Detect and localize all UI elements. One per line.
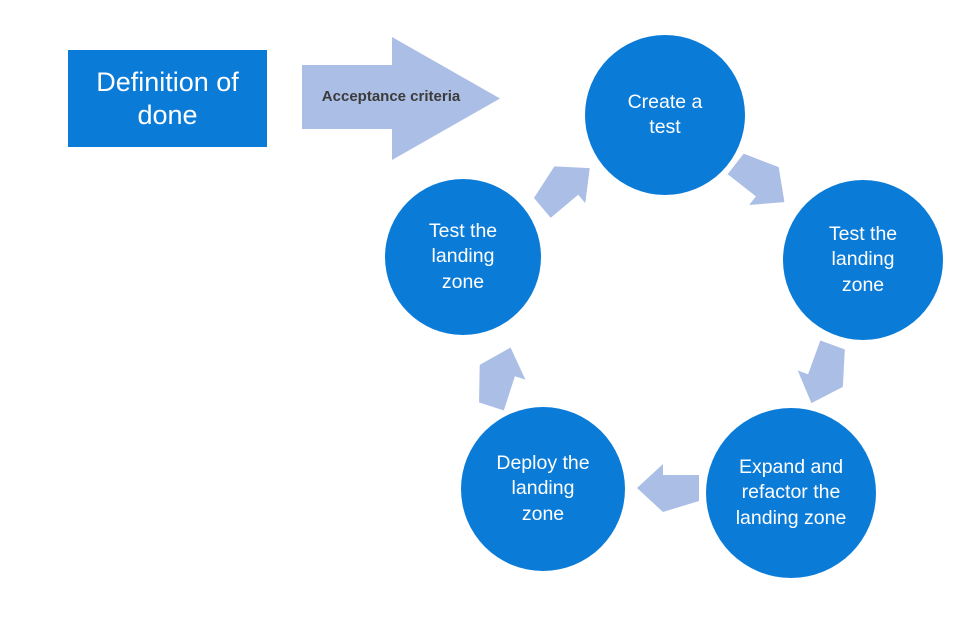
cycle-node-deploy-landing-zone: Deploy the landing zone xyxy=(461,407,625,571)
definition-of-done-box: Definition of done xyxy=(68,50,267,147)
right-block-arrow-icon xyxy=(302,37,500,160)
acceptance-criteria-arrow xyxy=(302,37,502,160)
cycle-node-test-landing-zone-right: Test the landing zone xyxy=(783,180,943,340)
cycle-node-label: Deploy the landing zone xyxy=(496,451,590,525)
arrow-create-test-to-test-landing-icon xyxy=(721,145,799,221)
acceptance-criteria-label: Acceptance criteria xyxy=(321,88,461,106)
cycle-node-expand-and-refactor: Expand and refactor the landing zone xyxy=(706,408,876,578)
arrow-expand-to-deploy-icon xyxy=(637,464,699,512)
cycle-node-label: Test the landing zone xyxy=(428,219,498,293)
arrow-test-landing-to-expand-icon xyxy=(789,337,855,412)
cycle-node-label: Test the landing zone xyxy=(828,222,898,296)
cycle-node-test-landing-zone-left: Test the landing zone xyxy=(385,179,541,335)
arrow-test-landing-to-create-test-icon xyxy=(527,150,605,227)
arrow-deploy-to-test-landing-icon xyxy=(469,340,534,414)
cycle-node-label: Create a test xyxy=(627,90,703,138)
definition-of-done-label: Definition of done xyxy=(96,66,239,130)
cycle-node-label: Expand and refactor the landing zone xyxy=(735,455,847,529)
cycle-node-create-a-test: Create a test xyxy=(585,35,745,195)
